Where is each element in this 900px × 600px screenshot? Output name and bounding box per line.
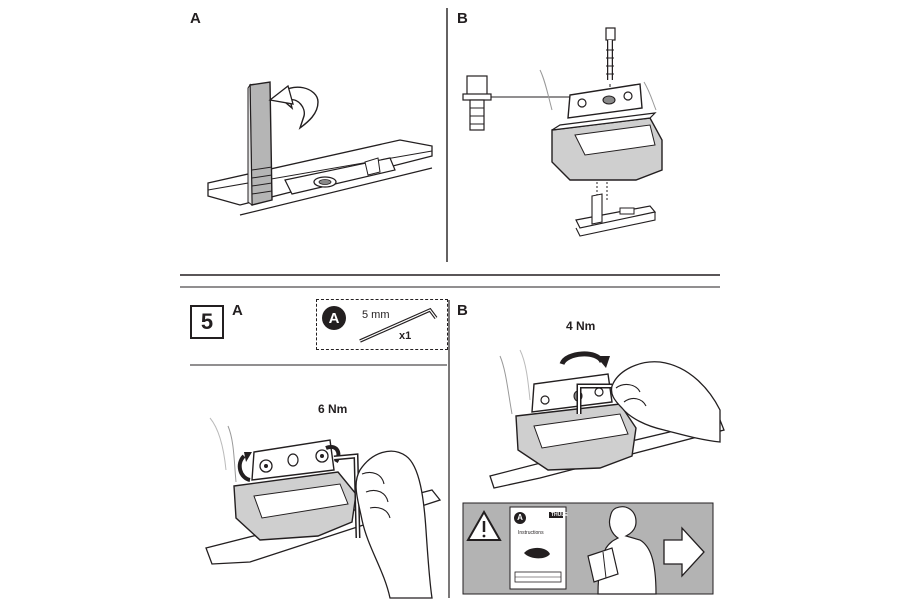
hand-5a bbox=[355, 450, 433, 599]
manual-brand: THULE bbox=[551, 512, 568, 518]
torque-label-a: 6 Nm bbox=[318, 402, 348, 416]
manual-title: Instructions bbox=[518, 530, 544, 536]
foot-flap bbox=[249, 81, 273, 206]
rotate-arrow-left bbox=[237, 454, 251, 482]
top-b-illustration bbox=[462, 27, 663, 237]
hand-5b bbox=[610, 361, 721, 443]
long-bolt bbox=[605, 27, 616, 41]
rotate-arrow-5b bbox=[559, 351, 605, 366]
warning-panel bbox=[462, 502, 714, 595]
panel-label-top-a: A bbox=[190, 10, 201, 27]
side-bolt bbox=[466, 75, 488, 97]
manual-badge: A bbox=[517, 513, 523, 522]
step-number: 5 bbox=[200, 309, 214, 334]
tool-size: 5 mm bbox=[362, 309, 390, 321]
step5a-illustration bbox=[205, 417, 442, 599]
step-number-box: 5 bbox=[190, 305, 224, 339]
panel-label-step-b: B bbox=[457, 302, 468, 319]
step5b-illustration bbox=[489, 349, 725, 489]
top-a-illustration bbox=[207, 81, 433, 216]
panel-label-step-a: A bbox=[232, 302, 243, 319]
tool-badge: A bbox=[322, 306, 346, 330]
tool-box bbox=[316, 299, 448, 350]
next-arrow-icon bbox=[663, 526, 705, 578]
panel-label-top-b: B bbox=[457, 10, 468, 27]
tool-badge-letter: A bbox=[328, 309, 340, 327]
tool-quantity: x1 bbox=[399, 330, 412, 342]
torque-label-b: 4 Nm bbox=[566, 319, 596, 333]
